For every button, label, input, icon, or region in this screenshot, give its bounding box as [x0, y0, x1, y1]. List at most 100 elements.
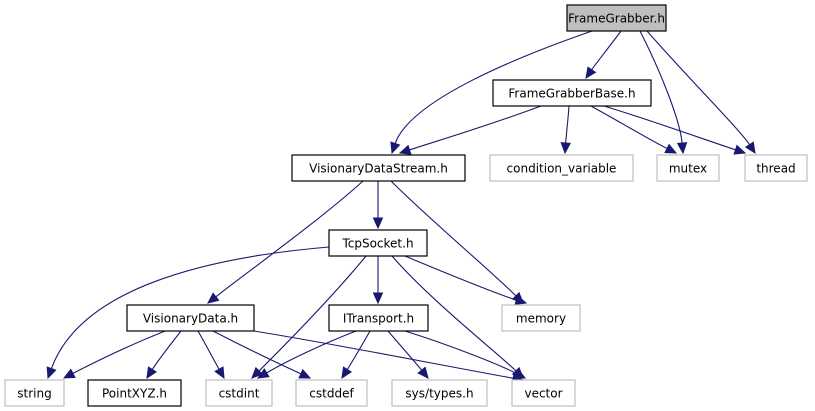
node-thread: thread: [744, 154, 808, 182]
node-pointxyz[interactable]: PointXYZ.h: [87, 379, 182, 407]
nodes-layer: FrameGrabber.hFrameGrabberBase.hVisionar…: [4, 4, 808, 407]
node-box: [205, 379, 273, 407]
edge-tcpsocket-to-string: [46, 246, 330, 380]
edge-visionarydata-to-vector: [253, 330, 525, 384]
arrowhead-icon: [372, 217, 384, 230]
edge-line: [391, 255, 517, 372]
edge-framegrabberbase-to-thread: [603, 105, 747, 155]
arrowhead-icon: [62, 368, 76, 379]
arrowhead-icon: [341, 366, 353, 380]
node-itransport[interactable]: ITransport.h: [328, 304, 429, 332]
arrowhead-icon: [514, 294, 528, 305]
edge-line: [387, 330, 423, 371]
edge-tcpsocket-to-cstdint: [251, 255, 367, 379]
node-label: mutex: [669, 162, 707, 176]
node-box: [328, 304, 429, 332]
arrowhead-icon: [664, 143, 678, 154]
edge-line: [258, 255, 367, 372]
node-tcpsocket[interactable]: TcpSocket.h: [328, 229, 428, 257]
node-label: string: [17, 387, 51, 401]
edge-itransport-to-cstddef: [341, 330, 371, 380]
node-label: vector: [524, 387, 562, 401]
arrowhead-icon: [256, 368, 270, 379]
edge-line: [409, 105, 542, 151]
edge-visionarydata-to-cstddef: [212, 330, 312, 379]
edge-itransport-to-systypes: [387, 330, 429, 379]
edge-line: [151, 330, 182, 370]
node-label: PointXYZ.h: [102, 387, 167, 401]
node-box: [489, 154, 634, 182]
node-label: VisionaryDataStream.h: [309, 162, 448, 176]
edge-line: [390, 180, 517, 297]
arrowhead-icon: [298, 368, 312, 379]
node-systypes: sys/types.h: [391, 379, 488, 407]
node-label: cstdint: [219, 387, 260, 401]
node-box: [566, 4, 667, 32]
arrowhead-icon: [585, 66, 597, 80]
edge-framegrabberbase-to-condition_variable: [560, 105, 571, 155]
edge-line: [591, 30, 622, 71]
node-box: [501, 304, 581, 332]
arrowhead-icon: [513, 368, 527, 379]
node-framegrabber[interactable]: FrameGrabber.h: [566, 4, 667, 32]
node-box: [492, 79, 652, 107]
arrowhead-icon: [207, 292, 220, 304]
node-box: [511, 379, 576, 407]
node-label: ITransport.h: [343, 312, 414, 326]
arrowhead-icon: [251, 366, 264, 379]
node-cstddef: cstddef: [295, 379, 368, 407]
node-box: [295, 379, 368, 407]
edge-line: [266, 330, 357, 374]
edge-line: [404, 330, 517, 374]
arrowhead-icon: [398, 144, 412, 155]
arrowhead-icon: [744, 141, 756, 155]
edge-framegrabber-to-framegrabberbase: [585, 30, 622, 80]
edge-tcpsocket-to-memory: [404, 255, 528, 305]
edge-itransport-to-cstdint: [256, 330, 357, 379]
edge-line: [590, 105, 668, 150]
edge-framegrabber-to-mutex: [639, 30, 688, 155]
node-box: [87, 379, 182, 407]
edge-line: [50, 246, 330, 369]
edge-itransport-to-vector: [404, 330, 527, 379]
edge-visionarydatastream-to-visionarydata: [207, 180, 364, 304]
node-box: [126, 304, 255, 332]
node-label: memory: [516, 312, 566, 326]
node-label: FrameGrabber.h: [568, 12, 665, 26]
edge-line: [346, 330, 371, 370]
edge-line: [646, 30, 750, 145]
node-label: TcpSocket.h: [341, 237, 413, 251]
node-condition_variable: condition_variable: [489, 154, 634, 182]
node-label: condition_variable: [507, 162, 617, 176]
edge-line: [565, 105, 570, 144]
edge-line: [394, 30, 593, 144]
edge-line: [253, 330, 514, 379]
node-visionarydatastream[interactable]: VisionaryDataStream.h: [291, 154, 466, 182]
node-box: [656, 154, 720, 182]
node-vector: vector: [511, 379, 576, 407]
edge-line: [197, 330, 220, 370]
node-string: string: [4, 379, 65, 407]
edge-line: [603, 105, 736, 151]
edge-framegrabber-to-thread: [646, 30, 756, 155]
edge-line: [212, 330, 302, 375]
arrowhead-icon: [390, 141, 401, 155]
node-mutex: mutex: [656, 154, 720, 182]
edge-visionarydata-to-cstdint: [197, 330, 225, 380]
node-visionarydata[interactable]: VisionaryData.h: [126, 304, 255, 332]
edge-tcpsocket-to-itransport: [372, 255, 384, 305]
edge-line: [404, 255, 517, 301]
arrowhead-icon: [372, 292, 384, 305]
node-box: [744, 154, 808, 182]
edge-visionarydata-to-pointxyz: [146, 330, 182, 380]
node-box: [4, 379, 65, 407]
edges-layer: [46, 30, 756, 384]
node-box: [328, 229, 428, 257]
edge-line: [215, 180, 364, 298]
node-box: [391, 379, 488, 407]
edge-visionarydatastream-to-tcpsocket: [372, 180, 384, 230]
arrowhead-icon: [733, 144, 747, 155]
node-framegrabberbase[interactable]: FrameGrabberBase.h: [492, 79, 652, 107]
node-label: thread: [756, 162, 795, 176]
